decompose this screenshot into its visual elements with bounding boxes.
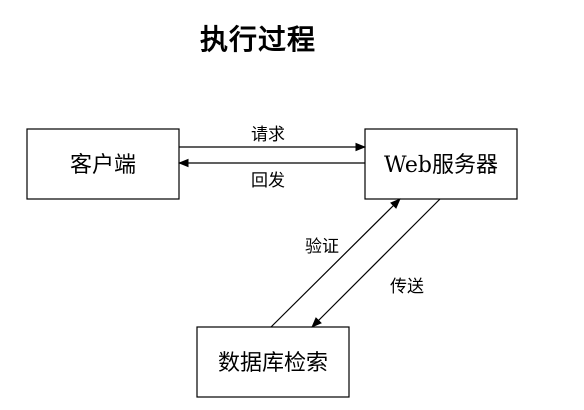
client-label: 客户端 (70, 153, 136, 178)
web-server-label: Web服务器 (384, 153, 498, 178)
web-server-node: Web服务器 (364, 128, 518, 200)
diagram-title: 执行过程 (199, 23, 316, 56)
database-node: 数据库检索 (196, 326, 350, 398)
database-label: 数据库检索 (218, 351, 328, 376)
verify-label: 验证 (305, 237, 339, 257)
transfer-arrow (311, 198, 441, 328)
response-label: 回发 (251, 171, 285, 191)
request-label: 请求 (251, 125, 285, 145)
client-node: 客户端 (26, 128, 180, 200)
transfer-label: 传送 (390, 277, 424, 297)
verify-arrow (270, 198, 401, 328)
